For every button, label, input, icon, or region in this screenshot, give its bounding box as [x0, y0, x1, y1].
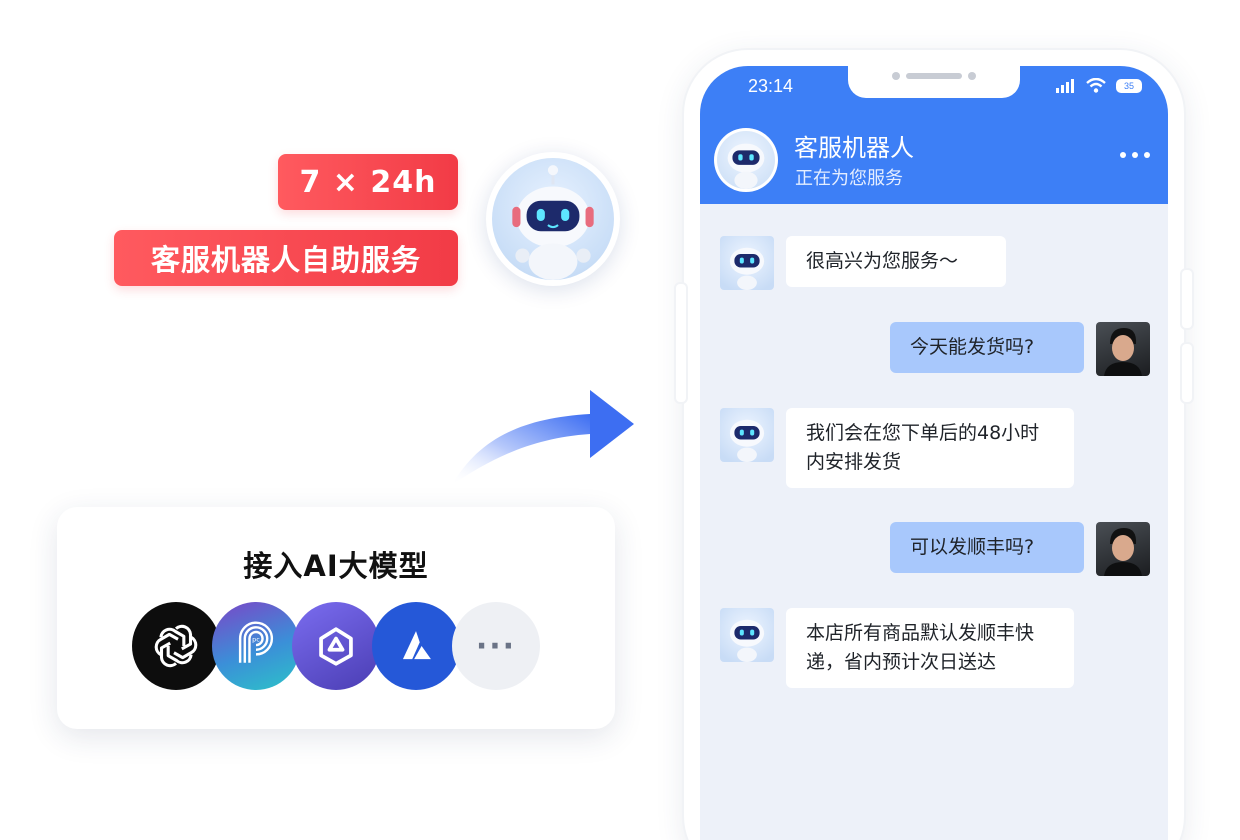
user-photo-icon [1104, 528, 1142, 576]
wifi-icon [1086, 78, 1106, 93]
bot-avatar [720, 236, 774, 290]
robot-icon [729, 247, 765, 290]
robot-icon [729, 619, 765, 662]
robot-icon [512, 165, 594, 280]
phone-notch [848, 66, 1020, 98]
bot-avatar [720, 408, 774, 462]
svg-text:pc: pc [252, 635, 260, 643]
user-avatar [1096, 322, 1150, 376]
chat-header: 23:14 35 [700, 66, 1168, 204]
hours-tag: 7 × 24h [278, 154, 458, 210]
chat-bubble-bot: 我们会在您下单后的48小时内安排发货 [786, 408, 1074, 488]
azure-logo-icon [372, 602, 460, 690]
arrow-icon [452, 390, 634, 485]
status-icons: 35 [1056, 78, 1142, 93]
chat-bubble-user: 今天能发货吗? [890, 322, 1084, 373]
openai-logo-icon [132, 602, 220, 690]
phone-side-button [676, 284, 686, 402]
user-avatar [1096, 522, 1150, 576]
robot-icon [729, 419, 765, 462]
ai-model-card: 接入AI大模型 pc [57, 507, 615, 729]
signal-icon [1056, 78, 1074, 93]
robot-mascot [486, 152, 620, 286]
chat-bubble-bot: 本店所有商品默认发顺丰快递，省内预计次日送达 [786, 608, 1074, 688]
chat-bubble-bot: 很高兴为您服务～ [786, 236, 1006, 287]
status-time: 23:14 [748, 76, 794, 96]
bot-avatar [720, 608, 774, 662]
bot-status: 正在为您服务 [795, 168, 903, 189]
ai-card-title: 接入AI大模型 [243, 549, 429, 583]
battery-icon: 35 [1116, 78, 1142, 93]
qwen-logo-icon [292, 602, 380, 690]
chat-screen: 23:14 35 [700, 66, 1168, 840]
user-photo-icon [1104, 328, 1142, 376]
more-icon[interactable]: ··· [452, 602, 540, 690]
ai-logo-row: pc ··· [132, 602, 552, 690]
phone-side-button [1182, 344, 1192, 402]
chat-bubble-user: 可以发顺丰吗? [890, 522, 1084, 573]
robot-icon [727, 143, 765, 189]
bot-name: 客服机器人 [794, 134, 914, 162]
service-tag: 客服机器人自助服务 [114, 230, 458, 286]
pc-logo-icon: pc [212, 602, 300, 690]
bot-avatar[interactable] [714, 128, 778, 192]
more-options-icon[interactable] [1120, 152, 1150, 158]
phone-side-button [1182, 270, 1192, 328]
